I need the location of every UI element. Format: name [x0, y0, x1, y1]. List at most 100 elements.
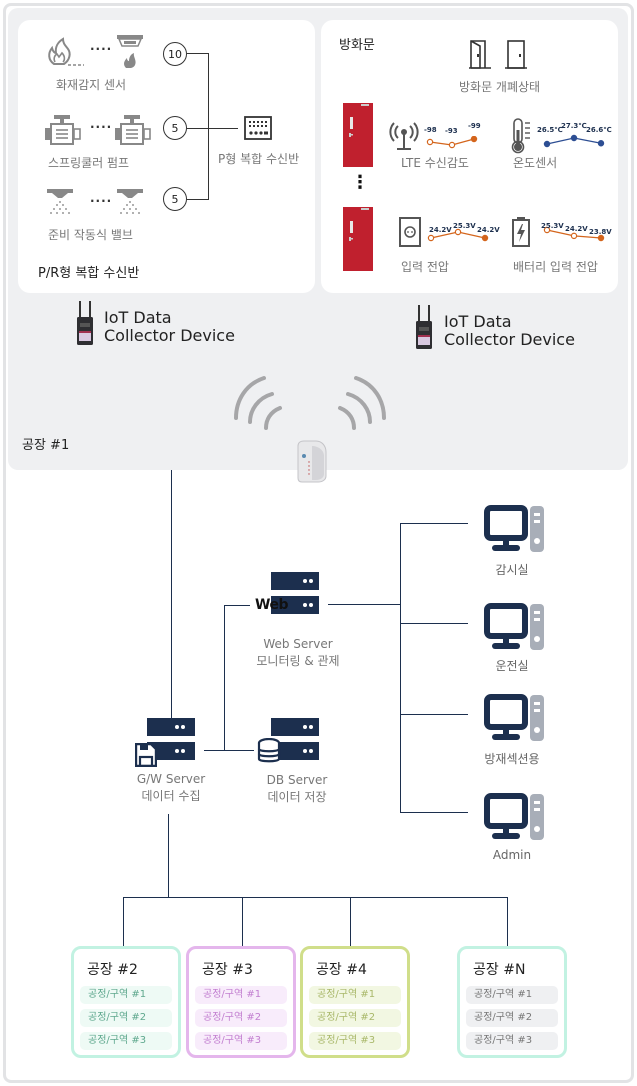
input-voltage-sparkline	[427, 228, 489, 242]
process-zone-item[interactable]: 공정/구역 #2	[309, 1009, 401, 1027]
db-server-label: DB Server 데이터 저장	[244, 772, 350, 806]
link-gw-to-db	[204, 750, 254, 752]
client-workstation	[484, 505, 546, 559]
process-zone-item[interactable]: 공정/구역 #2	[195, 1009, 287, 1027]
client-label: 감시실	[495, 563, 529, 577]
web-badge: Web	[255, 597, 288, 613]
iot-device-label: IoT Data Collector Device	[444, 313, 575, 349]
factory-title: 공장 #N	[473, 962, 526, 978]
link-to-factory-3	[242, 897, 244, 947]
factory-title: 공장 #2	[87, 962, 138, 978]
temperature-value-2: 27.3℃	[561, 122, 587, 130]
db-server-icon	[271, 718, 319, 760]
pc-workstation-icon	[484, 694, 544, 741]
factory-card[interactable]: 공장 #N 공정/구역 #1 공정/구역 #2 공정/구역 #3	[457, 946, 567, 1058]
iot-device-label: IoT Data Collector Device	[104, 309, 235, 345]
sparkline-point	[543, 140, 551, 148]
factory-title: 공장 #4	[316, 962, 367, 978]
process-zone-item[interactable]: 공정/구역 #3	[466, 1032, 558, 1050]
receiver-panel-icon	[244, 116, 272, 140]
fire-sensor-dots: ····	[90, 42, 113, 56]
lte-label: LTE 수신감도	[401, 156, 469, 170]
pump-icon	[45, 115, 81, 145]
receiver-label: P형 복합 수신반	[218, 152, 300, 166]
link-web-to-clients	[328, 604, 401, 606]
process-zone-item[interactable]: 공정/구역 #2	[466, 1009, 558, 1027]
battery-voltage-label: 배터리 입력 전압	[513, 260, 598, 274]
save-disk-icon	[135, 743, 157, 767]
sparkline-point	[448, 141, 456, 149]
link-to-factory-4	[350, 897, 352, 947]
battery-icon	[512, 217, 530, 247]
battery-voltage-value-3: 23.8V	[589, 228, 612, 236]
sparkline-point	[454, 228, 462, 236]
lte-value-3: -99	[468, 122, 481, 130]
factory-card[interactable]: 공장 #2 공정/구역 #1 공정/구역 #2 공정/구역 #3	[71, 946, 181, 1058]
battery-voltage-value-2: 24.2V	[565, 225, 588, 233]
iot-device-label-line1: IoT Data	[444, 312, 512, 331]
factory-card[interactable]: 공장 #4 공정/구역 #1 공정/구역 #2 공정/구역 #3	[300, 946, 410, 1058]
sprinkler-valve-icon	[117, 189, 143, 214]
valve-count: 5	[163, 187, 187, 211]
lte-sparkline	[426, 136, 478, 149]
pr-panel-title: P/R형 복합 수신반	[38, 266, 140, 281]
door-closed-icon	[505, 40, 527, 69]
process-zone-item[interactable]: 공정/구역 #3	[195, 1032, 287, 1050]
connector-line	[187, 53, 208, 55]
web-server-desc: 모니터링 & 관제	[256, 654, 340, 668]
sparkline-point	[426, 138, 434, 146]
database-icon	[257, 738, 281, 763]
valve-label: 준비 작동식 밸브	[48, 228, 133, 242]
link-to-factory-2	[123, 897, 125, 947]
process-zone-item[interactable]: 공정/구역 #2	[80, 1009, 172, 1027]
web-server-label: Web Server 모니터링 & 관제	[245, 636, 351, 670]
web-server-name: Web Server	[263, 637, 333, 651]
lte-value-2: -93	[445, 127, 458, 135]
client-label: Admin	[492, 848, 532, 862]
factory-1-label: 공장 #1	[22, 438, 70, 453]
process-zone-item[interactable]: 공정/구역 #1	[80, 986, 172, 1004]
pump-dots: ····	[90, 120, 113, 134]
iot-collector-device-icon	[77, 301, 93, 345]
link-to-client-1	[400, 523, 468, 525]
fire-door-card: 방화문 방화문 개폐상태 ⋮ -98 -93 -99 LTE 수신감도	[321, 20, 618, 293]
process-zone-item[interactable]: 공정/구역 #3	[80, 1032, 172, 1050]
pc-workstation-icon	[484, 793, 544, 840]
pump-count: 5	[163, 116, 187, 140]
connector-line	[187, 128, 208, 130]
link-gw-to-web	[224, 605, 250, 607]
door-open-icon	[469, 40, 491, 69]
iot-collector-device-icon	[416, 305, 432, 349]
battery-voltage-sparkline	[543, 226, 605, 242]
sparkline-point	[543, 226, 551, 234]
sparkline-point	[597, 140, 605, 147]
valve-dots: ····	[90, 194, 113, 208]
process-zone-item[interactable]: 공정/구역 #1	[466, 986, 558, 1004]
iot-device-label-line2: Collector Device	[104, 326, 235, 345]
pc-workstation-icon	[484, 603, 544, 650]
fire-sensor-count: 10	[163, 42, 187, 66]
iot-device-label-line2: Collector Device	[444, 330, 575, 349]
client-label: 방재섹션용	[484, 752, 540, 766]
pump-label: 스프링쿨러 펌프	[48, 156, 130, 170]
process-zone-item[interactable]: 공정/구역 #1	[195, 986, 287, 1004]
link-gw-to-factories	[168, 814, 170, 898]
db-server-name: DB Server	[266, 773, 328, 787]
lte-antenna-icon	[389, 122, 419, 150]
process-zone-item[interactable]: 공정/구역 #1	[309, 986, 401, 1004]
door-status-label: 방화문 개폐상태	[459, 80, 541, 94]
link-to-factory-n	[507, 897, 509, 947]
link-to-client-4	[400, 812, 468, 814]
battery-voltage-value-1: 25.3V	[541, 222, 564, 230]
process-zone-item[interactable]: 공정/구역 #3	[309, 1032, 401, 1050]
fire-sensor-label: 화재감지 센서	[56, 78, 127, 92]
client-workstation	[484, 694, 546, 748]
pr-receiver-card: ···· 10 화재감지 센서 ···· 5 스프링쿨러 펌프	[18, 20, 315, 293]
web-server-icon	[271, 572, 319, 614]
iot-device-label-line1: IoT Data	[104, 308, 172, 327]
input-voltage-value-1: 24.2V	[429, 226, 452, 234]
temperature-label: 온도센서	[513, 156, 558, 170]
temperature-value-3: 26.6℃	[586, 126, 612, 134]
factory-bus	[123, 897, 508, 899]
